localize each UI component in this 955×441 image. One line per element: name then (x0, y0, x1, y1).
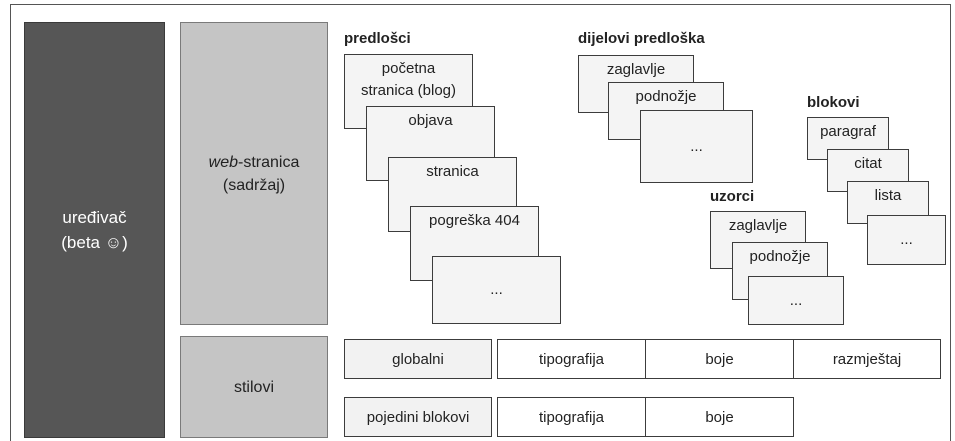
webpage-box: web-stranica (sadržaj) (180, 22, 328, 325)
template-card-more-label: ... (490, 281, 503, 298)
pattern-card-more-label: ... (789, 291, 803, 309)
individual-colors-cell: boje (645, 397, 794, 437)
template-part-card-footer-label: podnožje (635, 88, 697, 105)
block-card-quote-label: citat (854, 155, 882, 172)
block-card-list-label: lista (874, 187, 902, 204)
template-parts-heading: dijelovi predloška (578, 30, 705, 47)
block-card-more-label: ... (900, 231, 913, 248)
templates-heading: predlošci (344, 30, 411, 47)
editor-label: uređivač (62, 208, 127, 227)
webpage-content-label: (sadržaj) (222, 176, 286, 194)
template-card-page-label: stranica (426, 163, 479, 180)
pattern-card-footer-label: podnožje (749, 248, 811, 265)
template-card-more: ... (432, 256, 561, 324)
style-row-global-label: globalni (344, 339, 492, 379)
style-row-global-text: globalni (392, 350, 444, 368)
individual-typography-text: tipografija (538, 408, 605, 426)
block-card-paragraph-label: paragraf (820, 123, 876, 140)
template-part-card-more: ... (640, 110, 753, 183)
template-part-card-header-label: zaglavlje (606, 61, 666, 78)
styles-box: stilovi (180, 336, 328, 438)
global-typography-cell: tipografija (497, 339, 646, 379)
blocks-heading: blokovi (807, 94, 860, 111)
individual-typography-cell: tipografija (497, 397, 646, 437)
block-card-more: ... (867, 215, 946, 265)
editor-box: uređivač (beta ☺) (24, 22, 165, 438)
style-row-individual-text: pojedini blokovi (366, 408, 470, 426)
pattern-card-more: ... (748, 276, 844, 325)
styles-label: stilovi (233, 378, 274, 396)
template-card-404-label: pogreška 404 (429, 212, 520, 229)
global-typography-text: tipografija (538, 350, 605, 368)
individual-colors-text: boje (705, 408, 734, 426)
global-layout-cell: razmještaj (793, 339, 941, 379)
template-part-card-more-label: ... (690, 137, 703, 155)
template-card-homepage-line2: stranica (blog) (360, 82, 457, 99)
editor-beta-label: (beta ☺) (61, 233, 128, 252)
template-card-post-label: objava (408, 112, 453, 129)
pattern-card-header-label: zaglavlje (728, 217, 788, 234)
webpage-label-prefix: web (208, 153, 238, 171)
template-card-homepage-line1: početna (381, 60, 436, 77)
style-row-individual-label: pojedini blokovi (344, 397, 492, 437)
webpage-label: web-stranica (209, 151, 300, 174)
diagram-frame (10, 4, 951, 441)
patterns-heading: uzorci (710, 188, 755, 205)
global-layout-text: razmještaj (832, 350, 902, 368)
webpage-label-suffix: -stranica (238, 153, 300, 171)
global-colors-text: boje (705, 350, 734, 368)
global-colors-cell: boje (645, 339, 794, 379)
